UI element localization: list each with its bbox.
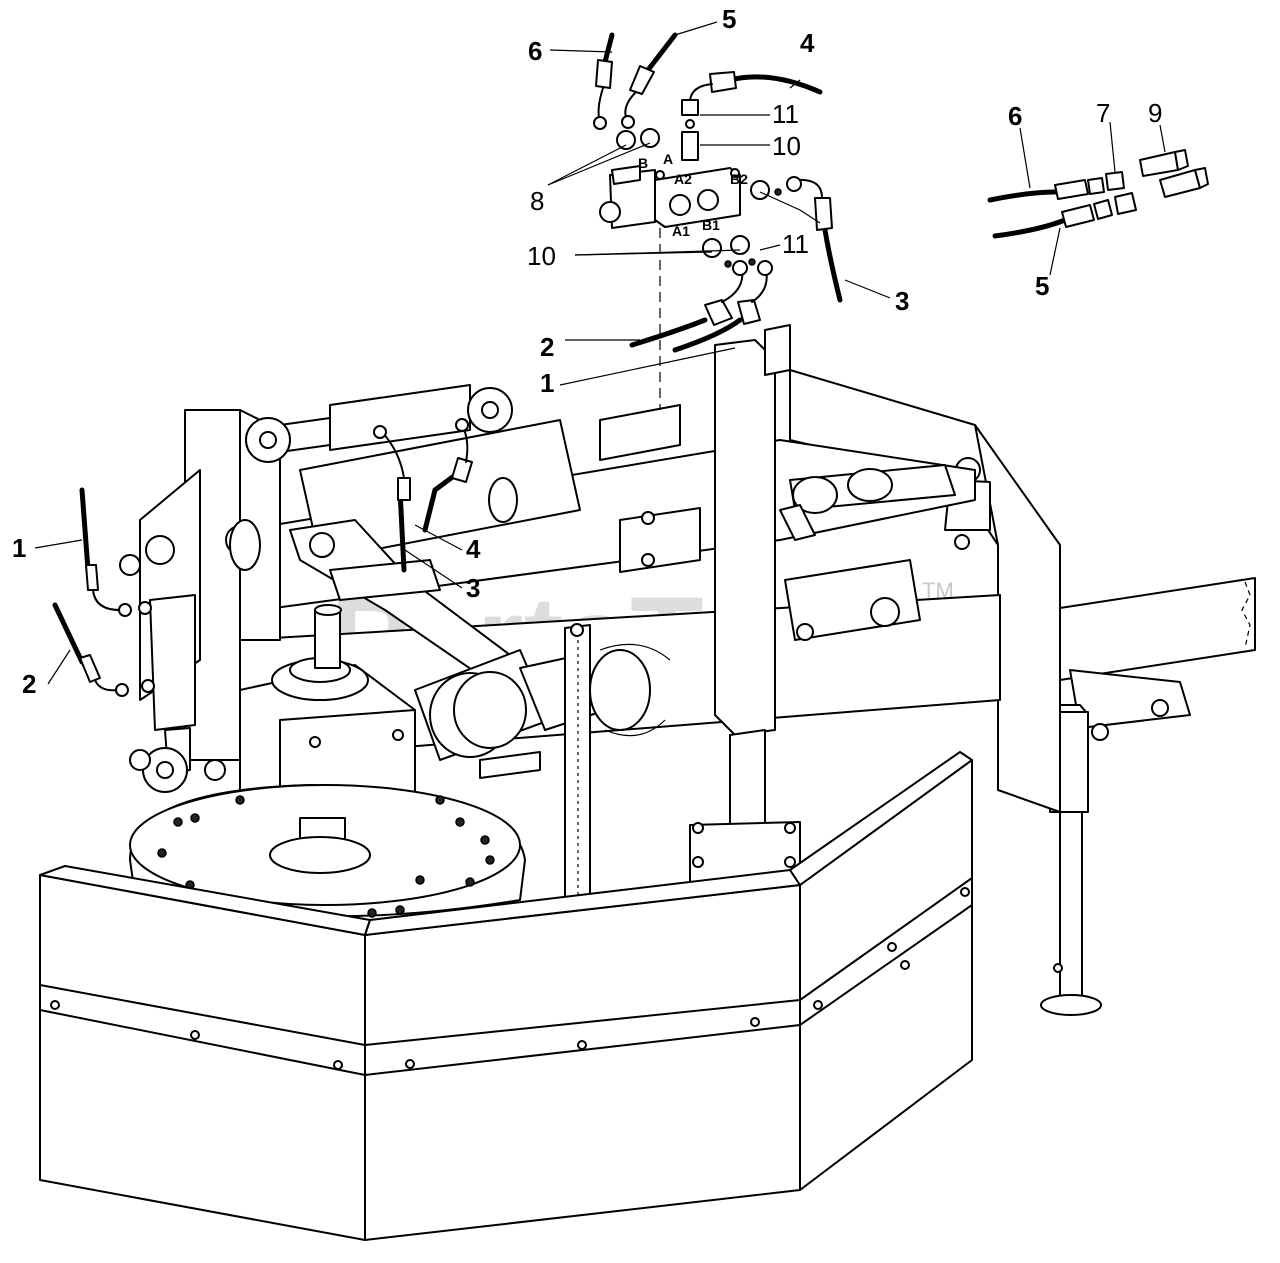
callout-3-machine: 3 (466, 573, 480, 603)
tongue-beam (1059, 577, 1256, 729)
lift-cylinder-top (245, 384, 581, 561)
port-label-a1: A1 (672, 223, 690, 239)
callout-6-top: 6 (528, 36, 542, 66)
port-label-a2: A2 (674, 171, 692, 187)
callout-5-top: 5 (722, 4, 736, 34)
callout-10-top: 10 (772, 131, 801, 161)
callout-5-inset: 5 (1035, 271, 1049, 301)
port-label-b1: B1 (702, 217, 720, 233)
callouts: 1 2 3 4 1 2 3 4 5 6 8 10 10 11 11 6 7 9 … (12, 4, 1162, 699)
callout-7-inset: 7 (1096, 98, 1110, 128)
callout-3-valve: 3 (895, 286, 909, 316)
callout-11-top: 11 (772, 99, 799, 129)
driveline (414, 643, 671, 779)
leader-lines (34, 21, 1166, 685)
callout-2-cylinder: 2 (22, 669, 36, 699)
callout-4-machine: 4 (466, 534, 481, 564)
callout-6-inset: 6 (1008, 101, 1022, 131)
callout-1-valve: 1 (540, 368, 554, 398)
callout-4-top: 4 (800, 28, 815, 58)
port-label-b: B (638, 155, 648, 171)
port-label-b2: B2 (730, 171, 748, 187)
port-label-a: A (663, 151, 673, 167)
callout-8: 8 (530, 186, 544, 216)
callout-1-cylinder: 1 (12, 533, 26, 563)
callout-2-valve: 2 (540, 332, 554, 362)
callout-9-inset: 9 (1148, 98, 1162, 128)
height-post-left (564, 623, 591, 923)
inset-hose-ends (987, 149, 1209, 239)
callout-10-left: 10 (527, 241, 556, 271)
callout-11-right: 11 (782, 229, 809, 259)
height-post-center (689, 324, 801, 883)
hitch-link (599, 404, 956, 641)
control-valve: A2 B2 A1 B1 A B (599, 151, 748, 239)
shield-rivets (50, 887, 970, 1070)
lift-cylinder-left (119, 535, 226, 793)
machine-hoses (52, 418, 473, 697)
front-shield (39, 751, 973, 1241)
rotor-disc (129, 784, 526, 918)
